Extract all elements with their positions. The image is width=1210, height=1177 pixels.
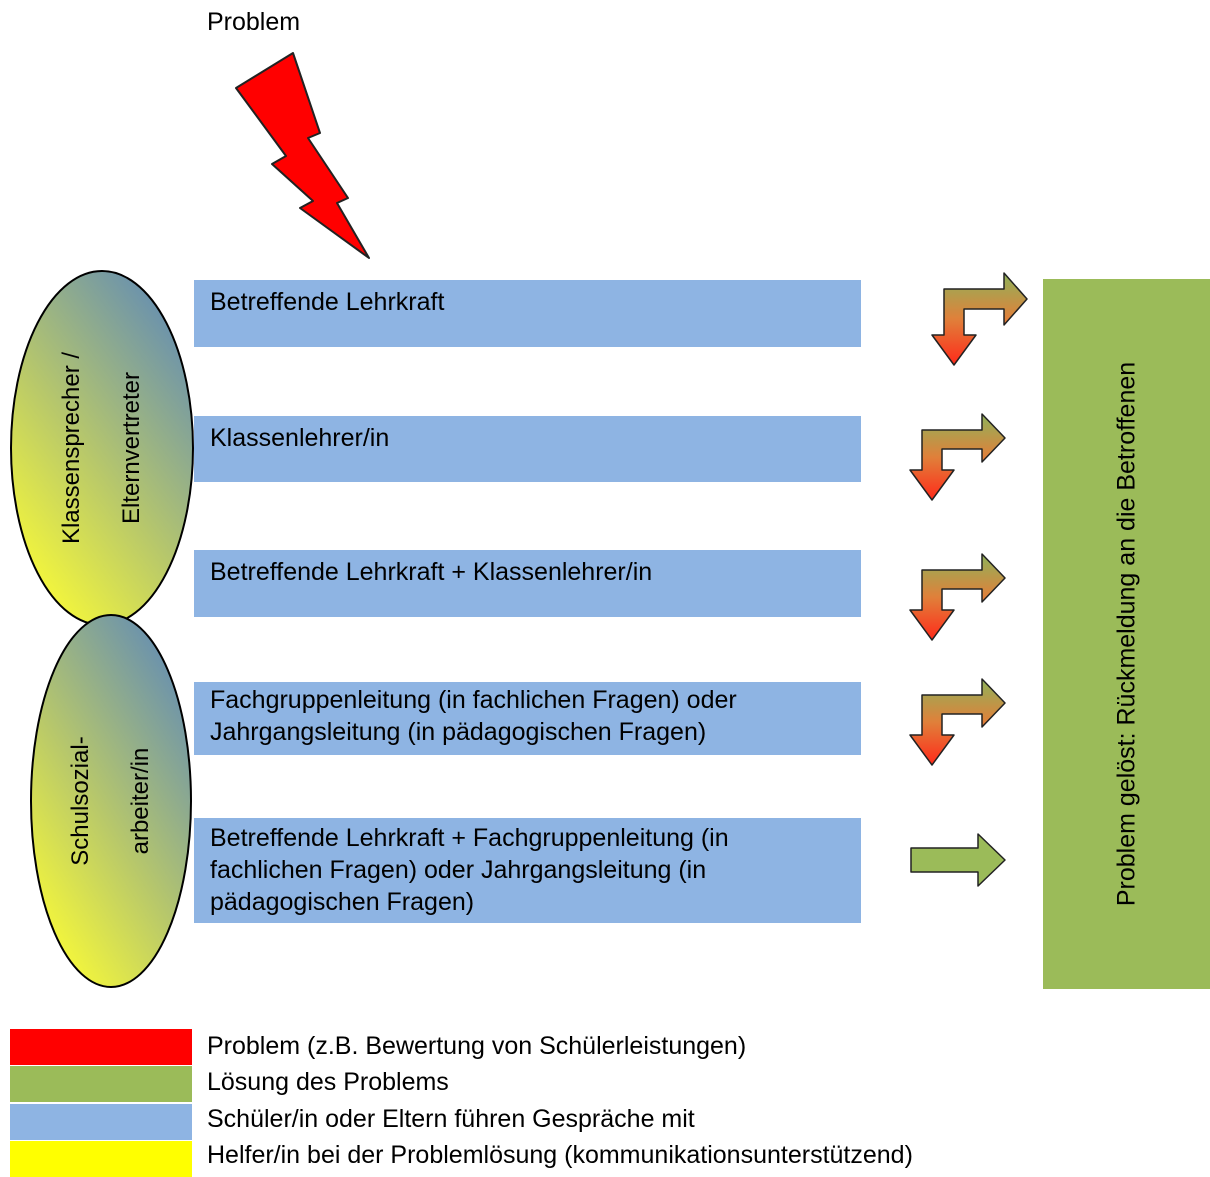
result-label: Problem gelöst: Rückmeldung an die Betro… [1112, 361, 1140, 907]
step-5-line-1: Betreffende Lehrkraft + Fachgruppenleitu… [210, 824, 729, 852]
step-4-line-1: Fachgruppenleitung (in fachlichen Fragen… [210, 686, 737, 714]
helper-2-line-2: arbeiter/in [127, 747, 154, 855]
bent-arrow-icon-3 [909, 553, 1006, 641]
step-5-line-2: fachlichen Fragen) oder Jahrgangsleitung… [210, 856, 707, 884]
step-1-label: Betreffende Lehrkraft [210, 288, 445, 316]
lightning-bolt-icon [235, 52, 370, 259]
step-3-label: Betreffende Lehrkraft + Klassenlehrer/in [210, 558, 653, 586]
bent-arrow-icon-1 [931, 272, 1028, 366]
step-5-line-3: pädagogischen Fragen) [210, 888, 475, 916]
helper-1-line-1: Klassensprecher / [58, 351, 85, 545]
legend-swatch-conversation [10, 1104, 192, 1140]
step-box-2: Klassenlehrer/in [194, 416, 861, 482]
step-box-1: Betreffende Lehrkraft [194, 280, 861, 347]
step-box-4: Fachgruppenleitung (in fachlichen Fragen… [194, 682, 861, 755]
helper-1-line-2: Elternvertreter [118, 371, 145, 525]
step-2-label: Klassenlehrer/in [210, 424, 390, 452]
helper-oval-2-label-wrap: Schulsozial- arbeiter/in [28, 612, 194, 990]
legend-label-helper: Helfer/in bei der Problemlösung (kommuni… [207, 1141, 913, 1169]
problem-title: Problem [207, 8, 301, 36]
helper-oval-1-label-wrap: Klassensprecher / Elternvertreter [8, 268, 196, 628]
legend-label-solution: Lösung des Problems [207, 1068, 449, 1096]
step-4-line-2: Jahrgangsleitung (in pädagogischen Frage… [210, 718, 707, 746]
bent-arrow-icon-4 [909, 678, 1006, 766]
step-box-3: Betreffende Lehrkraft + Klassenlehrer/in [194, 550, 861, 617]
helper-2-line-1: Schulsozial- [67, 736, 94, 866]
legend-label-problem: Problem (z.B. Bewertung von Schülerleist… [207, 1032, 747, 1060]
step-box-5: Betreffende Lehrkraft + Fachgruppenleitu… [194, 818, 861, 923]
helper-oval-2 [30, 614, 192, 988]
right-arrow-icon [910, 833, 1006, 887]
result-box: Problem gelöst: Rückmeldung an die Betro… [1043, 279, 1210, 989]
legend-swatch-helper [10, 1141, 192, 1177]
legend-swatch-solution [10, 1066, 192, 1102]
legend-swatch-problem [10, 1029, 192, 1065]
legend-label-conversation: Schüler/in oder Eltern führen Gespräche … [207, 1105, 695, 1133]
helper-oval-1-label: Klassensprecher / Elternvertreter [27, 298, 177, 598]
bent-arrow-icon-2 [909, 413, 1006, 501]
helper-oval-2-label: Schulsozial- arbeiter/in [36, 651, 186, 951]
